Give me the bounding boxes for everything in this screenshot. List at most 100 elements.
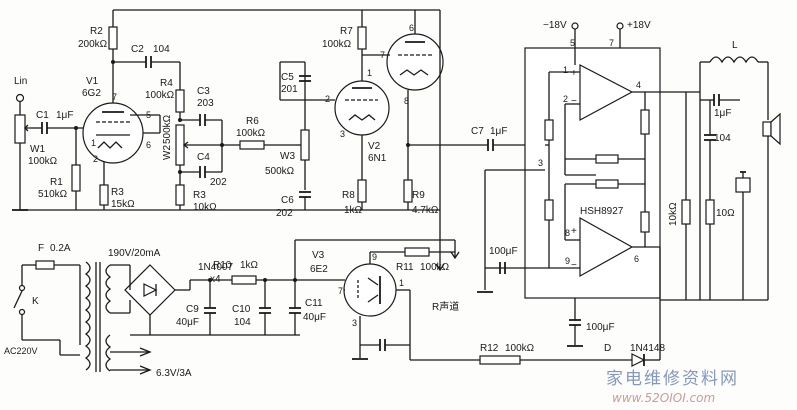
label-10k: 10kΩ [668, 202, 679, 226]
pin-ic-6: 6 [634, 254, 639, 264]
capacitor-104-zobel [704, 100, 716, 200]
label-fuse-value: 0.2A [50, 243, 71, 254]
label-r12: R12 [480, 343, 499, 354]
pin-ic-9: 9 [565, 256, 570, 266]
label-w1-value: 100kΩ [28, 156, 58, 167]
label-c1: C1 [36, 110, 49, 121]
label-c9: C9 [186, 304, 199, 315]
capacitor-c5 [299, 75, 311, 82]
label-r1: R1 [50, 177, 63, 188]
label-r12-value: 100kΩ [505, 343, 535, 354]
pin-v2-8: 8 [404, 96, 409, 106]
label-r6: R6 [246, 116, 259, 127]
label-c3: C3 [197, 86, 210, 97]
label-r1-value: 510kΩ [38, 189, 68, 200]
watermark-text: 家电维修资料网 [606, 369, 739, 389]
label-r3-a-value: 15kΩ [111, 199, 135, 210]
resistor-r7 [357, 10, 367, 55]
label-r10: R10 [213, 260, 232, 271]
label-r3-b: R3 [193, 190, 206, 201]
label-r8-value: 1kΩ [344, 205, 363, 216]
pin-v1-7: 7 [112, 92, 117, 102]
label-c2-value: 104 [153, 44, 170, 55]
svg-text:+: + [571, 226, 577, 237]
label-heater: 6.3V/3A [156, 368, 192, 379]
label-c5-value: 201 [281, 84, 298, 95]
label-c10: C10 [232, 304, 251, 315]
diode-d [631, 353, 646, 367]
pin-v3-7: 7 [338, 286, 343, 296]
svg-text:−: − [571, 96, 577, 107]
pin-v1-6: 6 [146, 140, 151, 150]
label-v3-type: 6E2 [310, 264, 328, 275]
speaker-icon [762, 112, 781, 146]
label-c11-value: 40μF [303, 312, 326, 323]
transformer [84, 261, 112, 372]
potentiometer-w2 [175, 124, 195, 166]
pin-v2-2: 2 [325, 94, 330, 104]
label-ac: AC220V [4, 346, 38, 356]
pin-v3-9: 9 [372, 252, 377, 262]
capacitor-c6 [299, 191, 311, 210]
label-10ohm: 10Ω [716, 208, 735, 219]
label-lin: Lin [14, 76, 27, 87]
capacitor-c9 [204, 280, 216, 335]
pin-v1-5: 5 [146, 110, 151, 120]
label-c11: C11 [305, 298, 323, 309]
resistor-r1 [71, 128, 81, 210]
tube-v1 [82, 102, 144, 164]
pin-ic-1: 1 [563, 65, 568, 75]
label-c2: C2 [131, 44, 144, 55]
resistor-10ohm-output [705, 199, 715, 300]
label-r9: R9 [412, 190, 425, 201]
pin-v2-3: 3 [340, 129, 345, 139]
label-ic: HSH8927 [580, 206, 624, 217]
label-r3-a: R3 [111, 187, 124, 198]
label-diode: D [604, 343, 611, 354]
pin-ic-4: 4 [636, 80, 641, 90]
label-r10-value: 1kΩ [240, 260, 259, 271]
ic-module-hsh8927: + − + − [524, 47, 661, 299]
label-fuse: F [38, 243, 44, 254]
label-w1: W1 [30, 144, 45, 155]
label-v2-type: 6N1 [368, 153, 387, 164]
svg-text:+: + [571, 68, 577, 79]
label-104: 104 [714, 133, 731, 144]
resistor-r2 [108, 10, 118, 62]
resistor-r11 [404, 247, 430, 257]
label-w3-value: 500kΩ [265, 166, 295, 177]
label-r2: R2 [90, 26, 103, 37]
capacitor-feedback [379, 339, 386, 351]
tube-v2 [334, 80, 390, 136]
potentiometer-w1 [14, 114, 32, 210]
capacitor-c11 [289, 280, 301, 335]
label-r8: R8 [342, 190, 355, 201]
resistor-r8 [357, 179, 367, 210]
label-c5: C5 [281, 72, 294, 83]
switch-k [13, 284, 26, 316]
headphone-jack-icon [735, 171, 751, 300]
label-c9-value: 40μF [176, 317, 199, 328]
input-jack [15, 93, 25, 115]
bridge-rectifier [124, 264, 176, 316]
label-c4: C4 [197, 152, 210, 163]
capacitor-100uf-supply [567, 319, 583, 347]
label-100uf-a: 100μF [489, 246, 518, 257]
label-r4-value: 100kΩ [145, 90, 175, 101]
label-c1-value: 1μF [56, 110, 73, 121]
pin-ic-8: 8 [565, 228, 570, 238]
resistor-r6 [239, 140, 265, 150]
label-r4: R4 [160, 78, 173, 89]
label-c7-value: 1μF [490, 126, 507, 137]
label-v2: V2 [368, 141, 381, 152]
pin-v1-2: 2 [93, 154, 98, 164]
potentiometer-w3 [296, 129, 310, 161]
label-r6-value: 100kΩ [236, 128, 266, 139]
label-w2: W2 [162, 145, 173, 160]
capacitor-c10 [259, 280, 271, 335]
resistor-r10 [231, 275, 257, 285]
label-c6: C6 [281, 195, 294, 206]
label-w3: W3 [280, 151, 295, 162]
